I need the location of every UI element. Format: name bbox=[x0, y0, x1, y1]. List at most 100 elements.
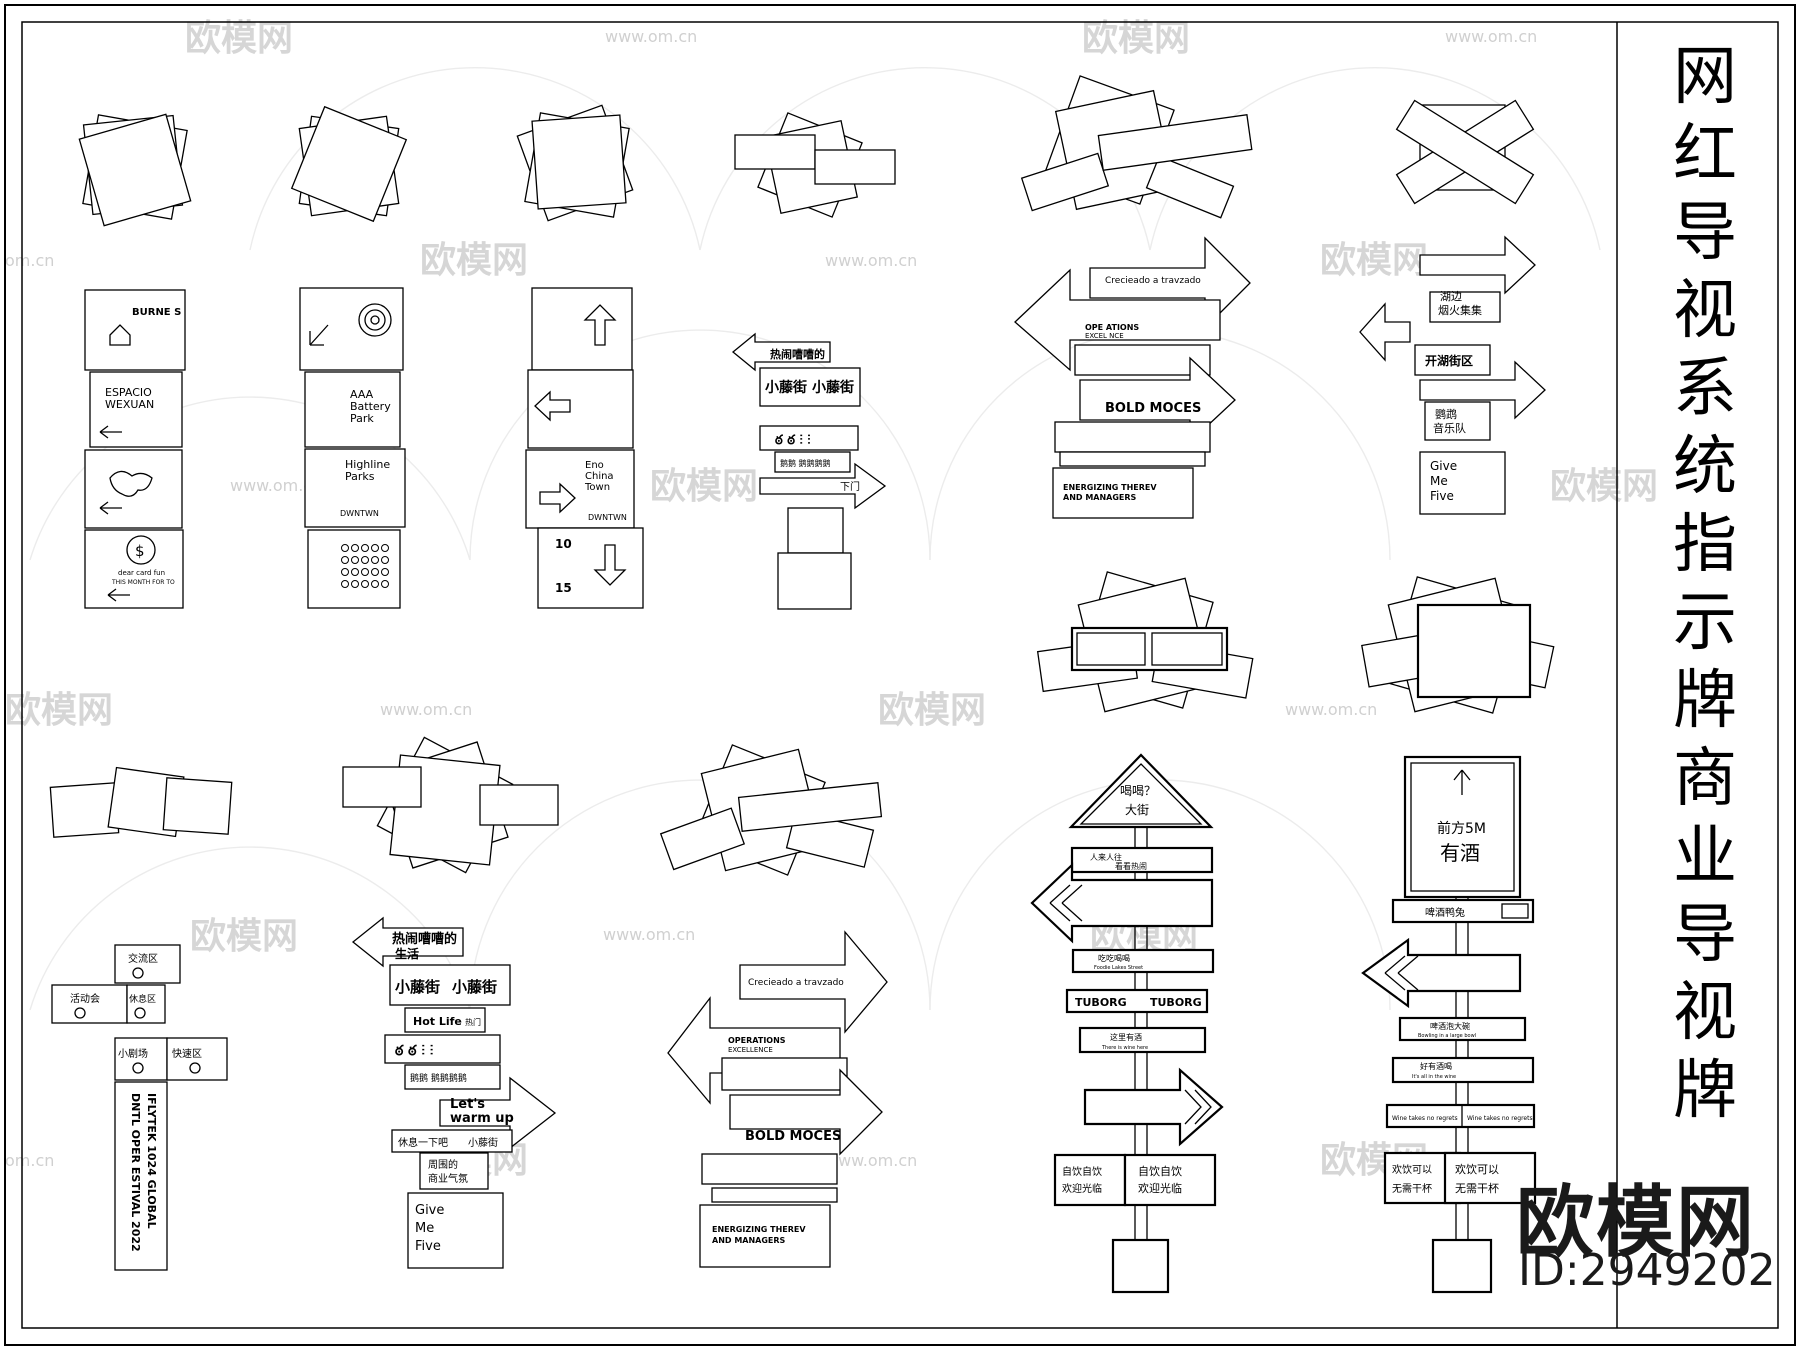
left-arrow-icon bbox=[534, 390, 571, 422]
svg-text:小藤街: 小藤街 bbox=[765, 379, 807, 396]
svg-text:鹦鹉: 鹦鹉 bbox=[1435, 407, 1457, 421]
svg-text:生活: 生活 bbox=[395, 946, 419, 961]
svg-text:烟火集集: 烟火集集 bbox=[1438, 303, 1482, 317]
svg-text:周围的: 周围的 bbox=[428, 1158, 458, 1171]
watermark-brand: 欧模网 bbox=[1550, 466, 1658, 507]
svg-text:看看热闹: 看看热闹 bbox=[1115, 861, 1147, 871]
svg-text:好有酒喝: 好有酒喝 bbox=[1420, 1061, 1452, 1071]
svg-text:BURNE S: BURNE S bbox=[132, 307, 181, 318]
svg-text:鹅鹅 鹅鹅鹅鹅: 鹅鹅 鹅鹅鹅鹅 bbox=[410, 1072, 467, 1084]
sign-1-elevation: BURNE S ESPACIO WEXUAN $ dear card fun T… bbox=[84, 289, 186, 609]
svg-text:欢饮可以: 欢饮可以 bbox=[1455, 1162, 1499, 1176]
watermark-url: www.om.cn bbox=[230, 476, 322, 495]
watermark-url: www.om.cn bbox=[825, 251, 917, 270]
watermark-brand: 欧模网 bbox=[5, 690, 113, 731]
right-arrow-icon bbox=[539, 482, 576, 514]
watermark-brand: 欧模网 bbox=[650, 466, 758, 507]
symbol-icons: ఠ ఠ ⫶ ⫶ bbox=[395, 1043, 433, 1059]
watermark-brand: 欧模网 bbox=[1320, 240, 1428, 281]
svg-text:dear card fun: dear card fun bbox=[118, 569, 165, 577]
svg-text:OPERATIONS: OPERATIONS bbox=[728, 1036, 786, 1045]
sign-5-elevation: Crecieado a travzado OPE ATIONS EXCEL NC… bbox=[1014, 236, 1251, 519]
plan-view-10 bbox=[1036, 571, 1254, 713]
svg-text:小藤街: 小藤街 bbox=[468, 1136, 498, 1149]
svg-text:商业气氛: 商业气氛 bbox=[428, 1172, 468, 1185]
left-arrow-panel bbox=[731, 332, 831, 372]
plan-view-6 bbox=[1395, 99, 1535, 205]
svg-text:自饮自饮: 自饮自饮 bbox=[1062, 1165, 1102, 1178]
svg-text:Me: Me bbox=[1430, 474, 1448, 488]
svg-text:Town: Town bbox=[584, 482, 610, 493]
title-char: 牌 bbox=[1673, 664, 1737, 738]
svg-text:warm up: warm up bbox=[450, 1111, 514, 1126]
svg-text:Battery: Battery bbox=[350, 400, 391, 413]
watermark-brand: 欧模网 bbox=[185, 18, 293, 59]
sheet-title: 网红导视系统指示牌商业导视牌 bbox=[1640, 38, 1770, 1130]
up-arrow-icon bbox=[583, 304, 617, 346]
svg-text:Wine takes no regrets: Wine takes no regrets bbox=[1392, 1115, 1458, 1122]
svg-text:喝喝？: 喝喝？ bbox=[1120, 784, 1156, 798]
svg-text:活动会: 活动会 bbox=[70, 992, 100, 1005]
title-char: 视 bbox=[1673, 274, 1737, 348]
svg-text:Park: Park bbox=[350, 412, 374, 425]
title-char: 指 bbox=[1673, 508, 1737, 582]
svg-text:热门: 热门 bbox=[465, 1017, 481, 1027]
svg-text:欢迎光临: 欢迎光临 bbox=[1138, 1181, 1182, 1195]
model-id: ID:2949202 bbox=[1518, 1245, 1776, 1296]
watermark-url: www.om.cn bbox=[605, 27, 697, 46]
plan-view-1 bbox=[78, 113, 192, 227]
svg-text:ENERGIZING THEREV: ENERGIZING THEREV bbox=[712, 1225, 806, 1234]
svg-text:Highline: Highline bbox=[345, 458, 390, 471]
svg-text:EXCEL NCE: EXCEL NCE bbox=[1085, 332, 1124, 340]
svg-text:欢迎光临: 欢迎光临 bbox=[1062, 1182, 1102, 1195]
plan-view-8 bbox=[342, 736, 559, 874]
watermark-url: om.cn bbox=[5, 1151, 54, 1170]
watermark-brand: 欧模网 bbox=[1082, 18, 1190, 59]
svg-text:吃吃喝喝: 吃吃喝喝 bbox=[1098, 953, 1130, 963]
watermark-url: www.om.cn bbox=[380, 700, 472, 719]
watermark-url: om.cn bbox=[5, 251, 54, 270]
plan-view-3 bbox=[516, 104, 634, 222]
down-arrow-icon bbox=[593, 544, 627, 586]
plan-view-11 bbox=[1361, 576, 1555, 714]
svg-text:Foodie Lakes Street: Foodie Lakes Street bbox=[1094, 965, 1143, 971]
svg-text:啤酒泡大碗: 啤酒泡大碗 bbox=[1430, 1021, 1470, 1031]
svg-text:开湖街区: 开湖街区 bbox=[1425, 353, 1473, 368]
sign-8-elevation: 热闹嘈嘈的 生活 小藤街 小藤街 Hot Life 热门 ఠ ఠ ⫶ ⫶ 鹅鹅 … bbox=[351, 916, 557, 1269]
sign-11-elevation: 前方5M 有酒 啤酒鸭兔 啤酒泡大碗 Bowling in a large bo… bbox=[1361, 755, 1537, 1294]
svg-text:大街: 大街 bbox=[1125, 803, 1149, 817]
title-char: 统 bbox=[1673, 430, 1737, 504]
plan-view-9 bbox=[659, 744, 883, 876]
svg-text:Give: Give bbox=[1430, 459, 1457, 473]
symbol-icons: ఠ ఠ ⫶ ⫶ bbox=[775, 433, 811, 448]
svg-text:THIS MONTH FOR TO: THIS MONTH FOR TO bbox=[111, 579, 175, 586]
svg-text:Five: Five bbox=[1430, 489, 1454, 503]
svg-text:There is wine here: There is wine here bbox=[1101, 1045, 1148, 1051]
plan-view-7 bbox=[49, 766, 233, 838]
svg-text:小藤街: 小藤街 bbox=[395, 978, 440, 996]
svg-text:音乐队: 音乐队 bbox=[1433, 421, 1466, 435]
svg-text:TUBORG: TUBORG bbox=[1075, 996, 1127, 1009]
svg-text:下门: 下门 bbox=[840, 480, 860, 493]
dollar-icon: $ bbox=[135, 542, 145, 560]
svg-text:欢饮可以: 欢饮可以 bbox=[1392, 1163, 1432, 1176]
svg-text:小藤街: 小藤街 bbox=[812, 379, 854, 396]
sign-4-elevation: 热闹嘈嘈的 小藤街 小藤街 ఠ ఠ ⫶ ⫶ 鹅鹅 鹅鹅鹅鹅 下门 bbox=[731, 332, 887, 610]
svg-text:ESPACIO: ESPACIO bbox=[105, 386, 152, 399]
inner-border bbox=[21, 21, 1779, 1329]
watermark-url: www.om.cn bbox=[1445, 27, 1537, 46]
svg-text:无需干杯: 无需干杯 bbox=[1455, 1181, 1499, 1195]
svg-text:It's all in the wine: It's all in the wine bbox=[1412, 1074, 1456, 1080]
svg-text:China: China bbox=[585, 471, 614, 482]
title-char: 系 bbox=[1673, 352, 1737, 426]
dot-grid bbox=[341, 544, 389, 588]
svg-text:Hot Life: Hot Life bbox=[413, 1015, 462, 1028]
sign-7-elevation: 交流区 活动会 休息区 小剧场 快速区 IFLYTEK 1024 GLOBAL … bbox=[51, 944, 228, 1271]
sign-9-elevation: Crecieado a travzado OPERATIONS EXCELLEN… bbox=[667, 930, 888, 1268]
svg-text:15: 15 bbox=[555, 581, 572, 595]
svg-text:人来人往: 人来人往 bbox=[1090, 852, 1122, 862]
svg-text:快速区: 快速区 bbox=[172, 1048, 202, 1060]
svg-text:无需干杯: 无需干杯 bbox=[1392, 1182, 1432, 1195]
plan-view-2 bbox=[290, 105, 408, 223]
svg-text:交流区: 交流区 bbox=[128, 952, 158, 965]
